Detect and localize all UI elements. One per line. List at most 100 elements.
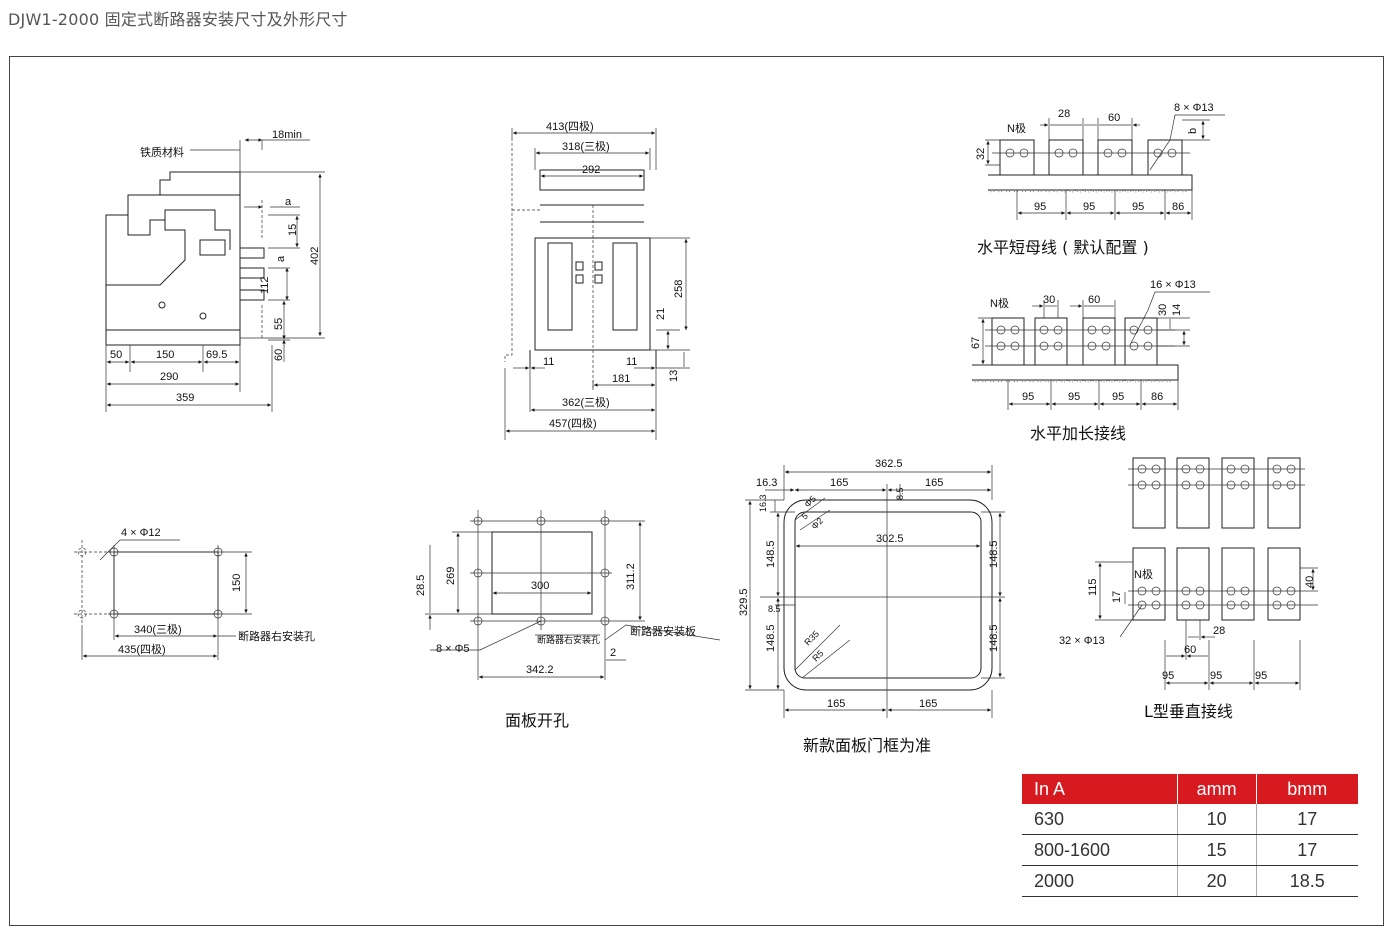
spec-cell-current: 800-1600	[1022, 834, 1178, 866]
dim-phi2-door: Φ2	[809, 516, 825, 532]
dim-148-5a: 148.5	[765, 540, 777, 568]
table-row: 2000 20 18.5	[1022, 865, 1358, 897]
dim-318: 318(三极)	[562, 139, 610, 153]
dim-69-5: 69.5	[206, 349, 227, 361]
dim-165d: 165	[919, 698, 937, 710]
dim-165a: 165	[830, 477, 848, 489]
dim-435: 435(四极)	[118, 642, 166, 656]
dim-269-panel: 269	[445, 567, 457, 585]
dim-150-mount: 150	[231, 574, 243, 592]
n-pole-label-short: N极	[1007, 121, 1026, 135]
door-frame-view: 362.5 16.3 165 165 8.5 Φ5 5 Φ2 16.3 302.…	[738, 458, 1005, 755]
dim-8phi13: 8 × Φ13	[1174, 102, 1214, 114]
mount-hole-label: 断路器右安装孔	[238, 629, 315, 643]
spec-cell-b: 17	[1256, 834, 1358, 866]
dim-17-vertical: 17	[1111, 591, 1123, 603]
dim-112: 112	[259, 276, 271, 294]
dim-165c: 165	[827, 698, 845, 710]
spec-cell-a: 20	[1177, 865, 1257, 897]
panel-plate-label: 断路器安装板	[630, 624, 696, 638]
dim-28-short: 28	[1058, 108, 1070, 120]
spec-header-in: In A	[1022, 774, 1178, 804]
caption-door-frame: 新款面板门框为准	[803, 736, 931, 755]
dim-21: 21	[655, 308, 667, 320]
busbar-long-view: N极 30 60 16 × Φ13 30 14 67 95 95 95 86 水…	[970, 279, 1210, 443]
dim-150: 150	[156, 349, 174, 361]
dim-457: 457(四极)	[549, 416, 597, 430]
dim-290: 290	[160, 371, 178, 383]
dim-359: 359	[176, 392, 194, 404]
dim-4phi12: 4 × Φ12	[121, 527, 161, 539]
dim-5-door: 5	[799, 511, 810, 522]
spec-cell-a: 15	[1177, 834, 1257, 866]
dim-28-vertical: 28	[1213, 625, 1225, 637]
panel-hole-label: 断路器右安装孔	[537, 634, 600, 645]
dim-15: 15	[287, 224, 299, 236]
dim-362-5: 362.5	[875, 458, 903, 470]
spec-table: In A amm bmm 630 10 17 800-1600 15 17 20…	[1022, 774, 1358, 897]
dim-95b-short: 95	[1083, 201, 1095, 213]
dim-2-panel: 2	[610, 647, 616, 659]
dim-95c-short: 95	[1132, 201, 1144, 213]
dim-30v-long: 30	[1157, 304, 1169, 316]
material-label: 铁质材料	[140, 145, 184, 159]
dim-148-5d: 148.5	[988, 624, 1000, 652]
dim-115-vertical: 115	[1087, 578, 1099, 596]
dim-50: 50	[110, 349, 122, 361]
dim-a-vertical: a	[275, 255, 287, 262]
dim-258: 258	[673, 280, 685, 298]
spec-header-a: amm	[1177, 774, 1257, 804]
dim-60: 60	[273, 349, 285, 361]
table-row: 800-1600 15 17	[1022, 834, 1358, 866]
spec-cell-b: 17	[1256, 804, 1358, 835]
busbar-vertical-view: N极 115 17 40 32 × Φ13 28 60 95 95 95 L型垂…	[1059, 457, 1318, 721]
page-title: DJW1-2000 固定式断路器安装尺寸及外形尺寸	[8, 10, 348, 29]
dim-148-5c: 148.5	[765, 624, 777, 652]
caption-busbar-vertical: L型垂直接线	[1144, 702, 1233, 721]
front-view: 413(四极) 318(三极) 292 258 21 11 11 181 13 …	[504, 119, 690, 440]
spec-cell-current: 2000	[1022, 865, 1178, 897]
dim-402: 402	[309, 247, 321, 265]
dim-18min: 18min	[272, 129, 302, 141]
dim-a: a	[285, 196, 292, 208]
busbar-short-view: N极 28 60 8 × Φ13 b 32 95 95 95 86 水平短母线 …	[975, 102, 1225, 257]
dim-r35: R35	[802, 629, 821, 648]
dim-40-vertical: 40	[1304, 576, 1316, 588]
dim-28-5-panel: 28.5	[415, 575, 427, 596]
dim-292: 292	[582, 164, 600, 176]
dim-300-panel: 300	[531, 580, 549, 592]
dim-67-long: 67	[970, 337, 982, 349]
dim-95a-short: 95	[1034, 201, 1046, 213]
dim-95c-vertical: 95	[1255, 670, 1267, 682]
dim-302-5: 302.5	[876, 533, 904, 545]
dim-95a-long: 95	[1022, 391, 1034, 403]
dim-30-long: 30	[1043, 294, 1055, 306]
dim-14-long: 14	[1171, 304, 1183, 316]
dim-413: 413(四极)	[546, 119, 594, 133]
dim-342-2-panel: 342.2	[526, 664, 554, 676]
spec-cell-current: 630	[1022, 804, 1178, 835]
dim-95c-long: 95	[1112, 391, 1124, 403]
mount-holes-view: 4 × Φ12 150 340(三极) 435(四极) 断路器右安装孔	[74, 527, 315, 660]
n-pole-label-vertical: N极	[1134, 567, 1153, 581]
dim-phi5-door: Φ5	[802, 494, 818, 510]
dim-181: 181	[612, 373, 630, 385]
dim-86-long: 86	[1151, 391, 1163, 403]
dim-165b: 165	[925, 477, 943, 489]
dim-16phi13: 16 × Φ13	[1150, 279, 1196, 291]
dim-60-long: 60	[1088, 294, 1100, 306]
side-view: 铁质材料 18min a 15 402 a 112 55 60 50 150 6…	[105, 129, 325, 412]
dim-60-vertical: 60	[1184, 644, 1196, 656]
dim-148-5b: 148.5	[988, 540, 1000, 568]
dim-11-left: 11	[543, 356, 554, 368]
spec-table-header-row: In A amm bmm	[1022, 774, 1358, 804]
spec-header-b: bmm	[1256, 774, 1358, 804]
spec-cell-b: 18.5	[1256, 865, 1358, 897]
dim-86-short: 86	[1172, 201, 1184, 213]
dim-11-right: 11	[626, 356, 637, 368]
dim-32phi13: 32 × Φ13	[1059, 635, 1105, 647]
dim-329-5: 329.5	[738, 588, 750, 616]
dim-362: 362(三极)	[562, 395, 610, 409]
dim-311-2-panel: 311.2	[625, 563, 637, 590]
